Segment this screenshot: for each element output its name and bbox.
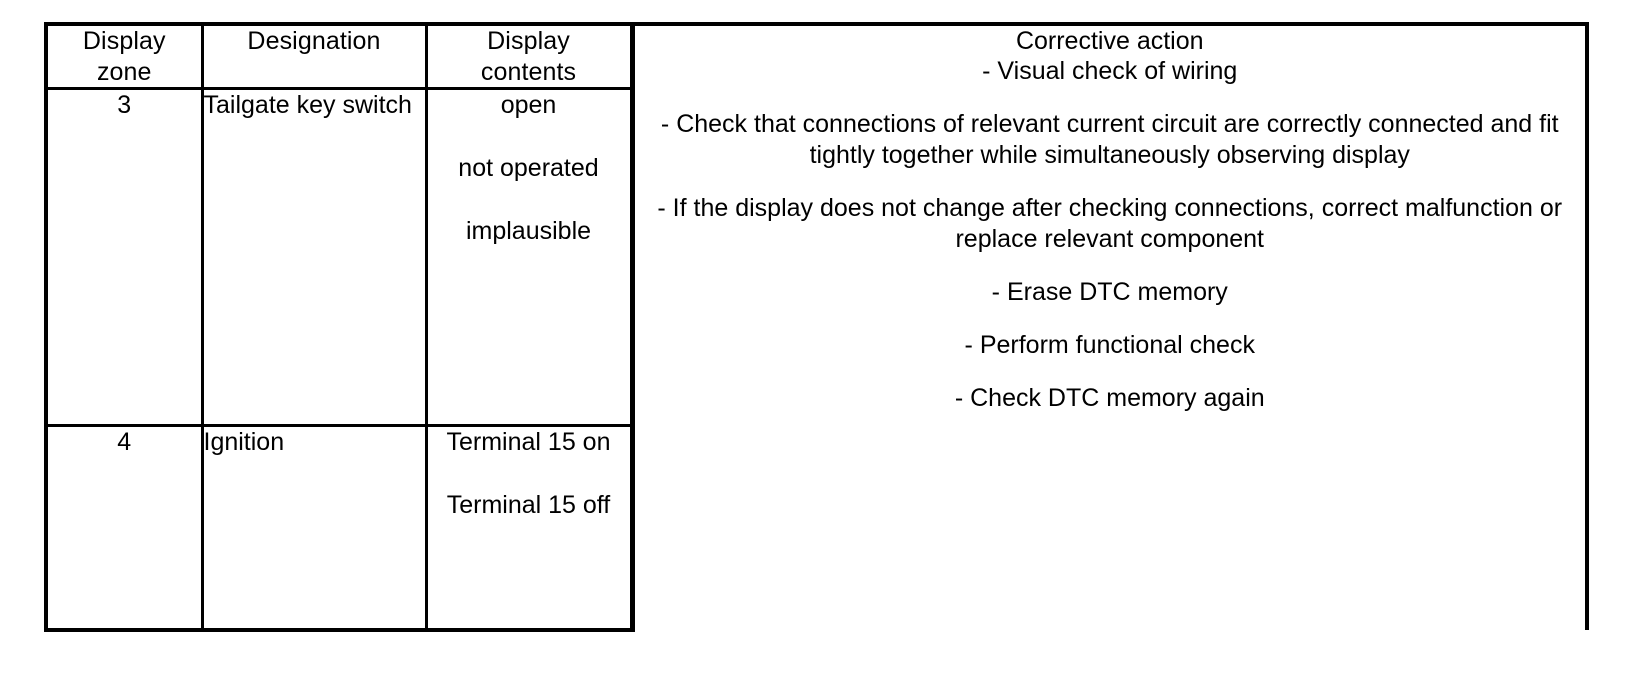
header-corrective-action-cell: Corrective action - Visual check of wiri… — [632, 22, 1589, 630]
row-3-display-contents-item-3: implausible — [465, 217, 592, 245]
row-3-display-zone: 3 — [44, 88, 204, 427]
header-display-zone-line1: Display — [82, 27, 166, 55]
diagnostic-table: Display zone Designation Display content… — [44, 22, 1589, 632]
spacer — [428, 183, 630, 216]
row-4-display-contents-item-1: Terminal 15 on — [446, 427, 611, 456]
corrective-action-item-5: - Perform functional check — [964, 331, 1255, 359]
header-display-contents-line1: Display — [487, 27, 570, 55]
table-row: 4 Ignition Terminal 15 on Terminal 15 of… — [44, 425, 1587, 632]
row-3-display-contents-item-2: not operated — [458, 154, 599, 182]
diagnostic-table-wrapper: Display zone Designation Display content… — [44, 22, 1589, 632]
header-display-contents-line2: contents — [480, 57, 577, 86]
row-4-designation: Ignition — [202, 425, 428, 632]
header-designation: Designation — [202, 22, 428, 90]
row-3-display-contents-item-1: open — [500, 91, 557, 119]
row-3-designation: Tailgate key switch — [202, 88, 428, 427]
row-3-display-contents: open not operated implausible — [426, 88, 635, 427]
table-row: 3 Tailgate key switch open not operated … — [44, 88, 1587, 427]
row-4-display-zone: 4 — [44, 425, 204, 632]
corrective-action-item-3: - If the display does not change after c… — [657, 194, 1563, 253]
header-display-zone: Display zone — [44, 22, 204, 90]
spacer — [428, 120, 630, 153]
corrective-action-item-2: - Check that connections of relevant cur… — [660, 110, 1559, 169]
row-4-display-contents-item-2: Terminal 15 off — [446, 490, 611, 519]
spacer — [428, 457, 630, 490]
table-header-row: Display zone Designation Display content… — [44, 22, 1589, 630]
corrective-action-item-6: - Check DTC memory again — [954, 384, 1265, 412]
row-4-display-contents: Terminal 15 on Terminal 15 off — [426, 425, 635, 632]
header-display-contents: Display contents — [426, 22, 635, 90]
header-corrective-action-title: Corrective action — [1015, 27, 1204, 55]
corrective-action-list: - Visual check of wiring - Check that co… — [635, 56, 1586, 414]
corrective-action-item-1: - Visual check of wiring — [982, 57, 1238, 85]
corrective-action-item-4: - Erase DTC memory — [991, 278, 1228, 306]
header-display-zone-line2: zone — [96, 57, 152, 86]
